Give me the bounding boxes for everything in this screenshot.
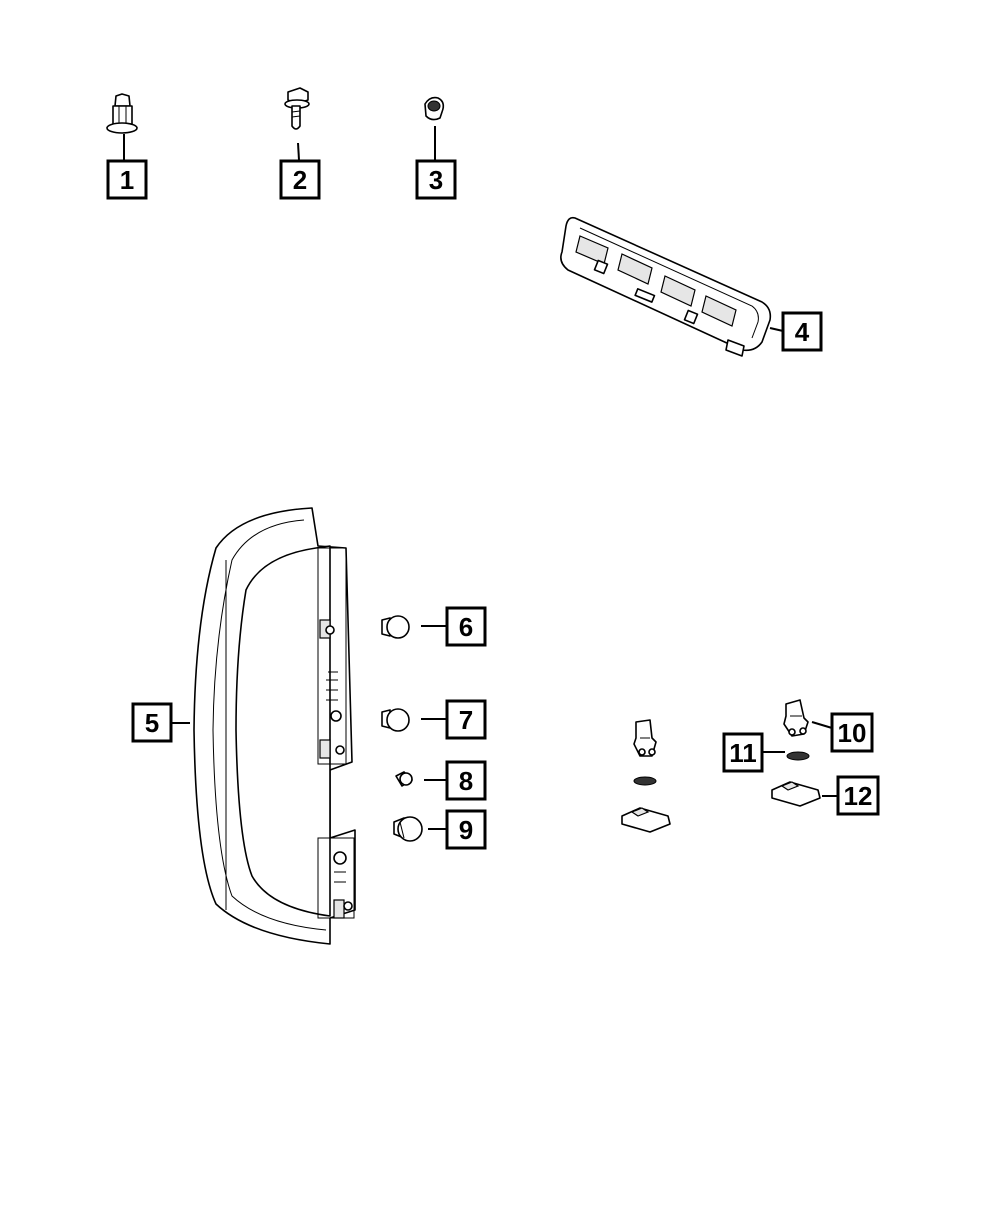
svg-text:9: 9	[459, 815, 473, 845]
callout-11: 11	[722, 732, 764, 773]
part-5-lamp-housing-drawing	[172, 507, 356, 945]
svg-text:2: 2	[293, 165, 307, 195]
part-3-grommet-drawing	[424, 96, 445, 160]
svg-text:12: 12	[844, 781, 873, 811]
callout-9: 9	[445, 809, 487, 850]
part-1-rivet-nut-drawing	[106, 93, 138, 160]
svg-text:7: 7	[459, 705, 473, 735]
part-8-bulb-drawing	[395, 771, 446, 787]
callout-5: 5	[131, 702, 173, 743]
svg-text:10: 10	[838, 718, 867, 748]
callout-1: 1	[106, 159, 148, 200]
callout-4: 4	[781, 311, 823, 352]
callout-10: 10	[830, 712, 874, 753]
svg-text:6: 6	[459, 612, 473, 642]
part-6-bulb-drawing	[381, 615, 446, 639]
license-lamp-set-left-drawing	[621, 719, 671, 833]
part-11-bulb-drawing	[763, 751, 810, 761]
callout-2: 2	[279, 159, 321, 200]
callout-7: 7	[445, 699, 487, 740]
part-12-lens-drawing	[771, 781, 838, 807]
svg-text:1: 1	[120, 165, 134, 195]
part-4-brake-lamp-drawing	[560, 216, 784, 357]
part-9-bulb-drawing	[393, 816, 446, 842]
callout-12: 12	[836, 775, 880, 816]
part-2-bolt-drawing	[284, 87, 310, 161]
svg-text:8: 8	[459, 766, 473, 796]
callout-8: 8	[445, 760, 487, 801]
callout-6: 6	[445, 606, 487, 647]
svg-text:5: 5	[145, 708, 159, 738]
svg-text:3: 3	[429, 165, 443, 195]
part-10-socket-drawing	[783, 699, 833, 737]
callout-3: 3	[415, 159, 457, 200]
part-7-bulb-drawing	[381, 708, 446, 732]
svg-text:11: 11	[729, 738, 757, 768]
svg-text:4: 4	[795, 317, 810, 347]
